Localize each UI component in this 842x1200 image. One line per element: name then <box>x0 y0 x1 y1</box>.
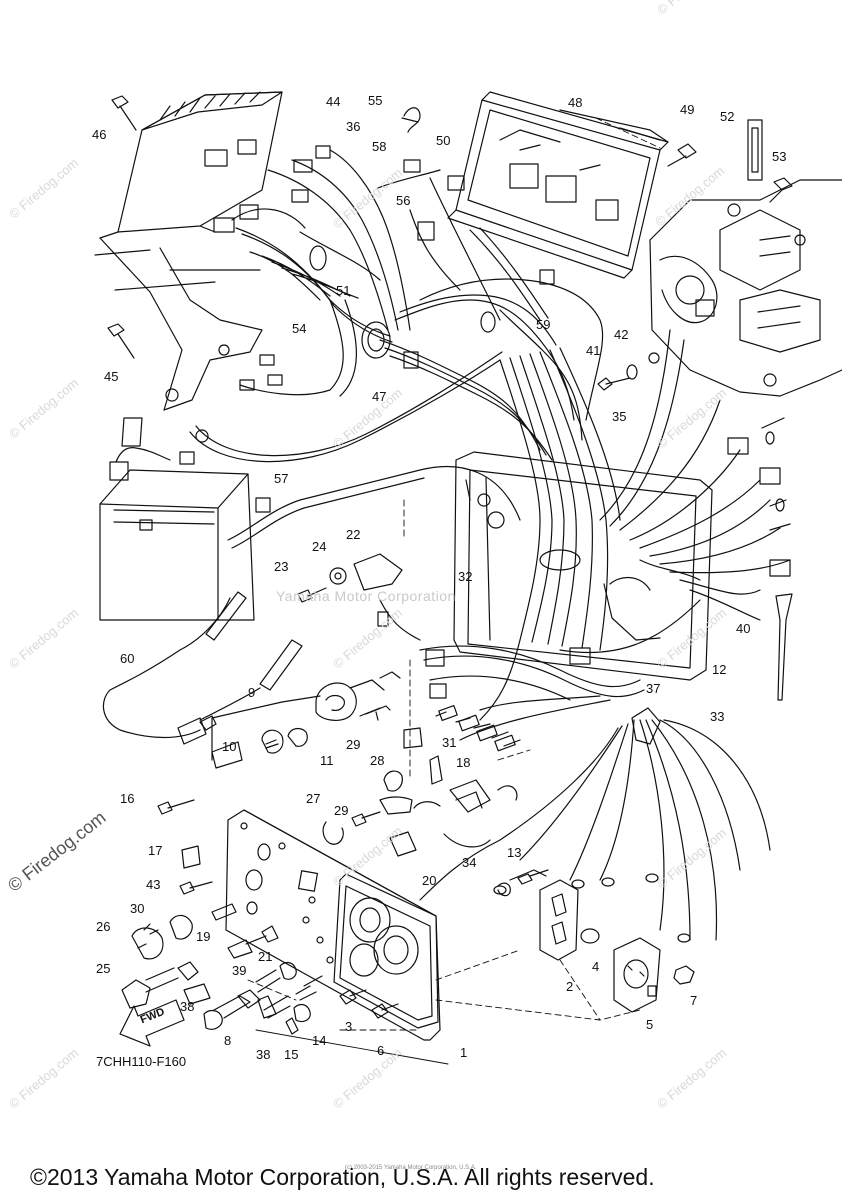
callout-14: 14 <box>312 1033 327 1048</box>
callout-39: 39 <box>232 963 247 978</box>
callout-47: 47 <box>372 389 387 404</box>
bracket-12 <box>453 451 713 681</box>
callout-33: 33 <box>710 709 725 724</box>
outlet-5 <box>613 937 661 1013</box>
callout-17: 17 <box>148 843 163 858</box>
callout-19: 19 <box>196 929 211 944</box>
callout-53: 53 <box>772 149 787 164</box>
fwd-arrow <box>119 999 185 1047</box>
callout-40: 40 <box>736 621 751 636</box>
callout-8: 8 <box>224 1033 232 1048</box>
cdi-bracket <box>99 237 263 411</box>
callout-23: 23 <box>274 559 289 574</box>
callout-2: 2 <box>566 979 574 994</box>
callout-25: 25 <box>96 961 111 976</box>
callout-26: 26 <box>96 919 111 934</box>
callout-50: 50 <box>436 133 451 148</box>
callout-58: 58 <box>372 139 387 154</box>
callout-15: 15 <box>284 1047 299 1062</box>
center-watermark: Yamaha Motor Corporation <box>276 588 456 604</box>
screw-23 <box>297 587 327 603</box>
bolt-46 <box>111 95 137 131</box>
callout-22: 22 <box>346 527 361 542</box>
callout-18: 18 <box>456 755 471 770</box>
callout-34: 34 <box>462 855 477 870</box>
callout-46: 46 <box>92 127 107 142</box>
callout-28: 28 <box>370 753 385 768</box>
callout-55: 55 <box>368 93 383 108</box>
callout-9: 9 <box>248 685 256 700</box>
bolt-45 <box>107 323 135 359</box>
callout-36: 36 <box>346 119 361 134</box>
washer-24 <box>329 567 347 585</box>
control-box <box>447 91 669 279</box>
callout-51: 51 <box>336 283 351 298</box>
callout-20: 20 <box>422 873 437 888</box>
relay-22 <box>353 553 403 591</box>
callout-49: 49 <box>680 102 695 117</box>
callout-43: 43 <box>146 877 161 892</box>
callout-12: 12 <box>712 662 727 677</box>
callout-56: 56 <box>396 193 411 208</box>
connectors-top <box>213 145 555 391</box>
panel-components <box>121 799 399 1035</box>
callout-16: 16 <box>120 791 135 806</box>
nut-4 <box>580 928 600 944</box>
callout-35: 35 <box>612 409 627 424</box>
callout-45: 45 <box>104 369 119 384</box>
callout-41: 41 <box>586 343 601 358</box>
battery <box>99 451 255 621</box>
callout-38-a: 38 <box>180 999 195 1014</box>
callout-60: 60 <box>120 651 135 666</box>
switch-18 <box>389 779 518 857</box>
callout-27: 27 <box>306 791 321 806</box>
bolt-49 <box>667 143 697 167</box>
switch-assembly <box>211 671 401 769</box>
bolt-53 <box>769 177 793 203</box>
callout-30: 30 <box>130 901 145 916</box>
callout-21: 21 <box>258 949 273 964</box>
callout-1: 1 <box>460 1045 468 1060</box>
tiny-notice: (c) 2003-2015 Yamaha Motor Corporation, … <box>345 1165 477 1171</box>
copyright-notice: ©2013 Yamaha Motor Corporation, U.S.A. A… <box>30 1164 655 1190</box>
callout-54: 54 <box>292 321 307 336</box>
engine-block <box>649 179 842 397</box>
cable-60 <box>102 591 303 745</box>
callout-7: 7 <box>690 993 698 1008</box>
callout-24: 24 <box>312 539 327 554</box>
right-wires <box>559 329 791 654</box>
outlet-2 <box>539 879 579 961</box>
bolt-41 <box>597 377 631 391</box>
nut-7 <box>673 965 695 985</box>
callout-4: 4 <box>592 959 600 974</box>
harness-33 <box>419 695 771 941</box>
callout-38-b: 38 <box>256 1047 271 1062</box>
wire-harness-main <box>231 149 604 461</box>
callout-10: 10 <box>222 739 237 754</box>
callout-29-a: 29 <box>346 737 361 752</box>
callout-57: 57 <box>274 471 289 486</box>
control-panel-1 <box>225 809 441 1041</box>
cable-tie-40 <box>775 593 793 701</box>
cdi-unit <box>99 91 283 239</box>
callout-5: 5 <box>646 1017 654 1032</box>
callout-52: 52 <box>720 109 735 124</box>
callout-59: 59 <box>536 317 551 332</box>
clip-55 <box>401 107 421 133</box>
part-code: 7CHH110-F160 <box>96 1054 187 1069</box>
strap-52 <box>747 119 763 181</box>
callout-11: 11 <box>320 753 334 768</box>
callout-13: 13 <box>507 845 522 860</box>
callout-42: 42 <box>614 327 629 342</box>
callout-29-b: 29 <box>334 803 349 818</box>
callout-32: 32 <box>458 569 473 584</box>
callout-48: 48 <box>568 95 583 110</box>
callout-6: 6 <box>377 1043 385 1058</box>
callout-31: 31 <box>442 735 457 750</box>
callout-37: 37 <box>646 681 661 696</box>
washer-42 <box>626 364 638 380</box>
callout-44: 44 <box>326 94 341 109</box>
callout-3: 3 <box>345 1019 353 1034</box>
